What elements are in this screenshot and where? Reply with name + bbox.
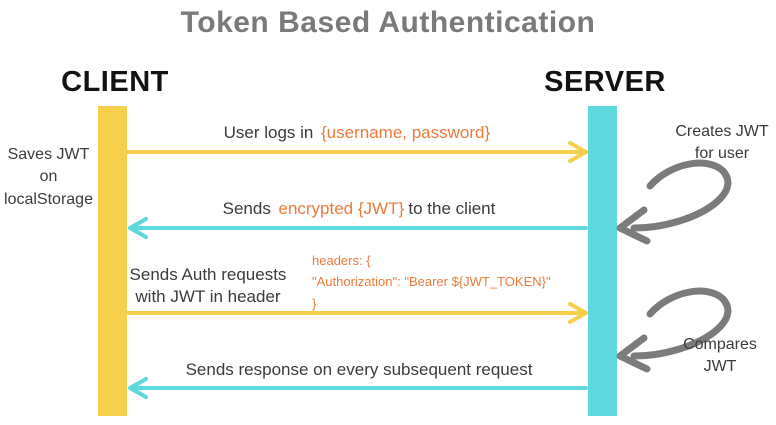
- response-arrow-icon: [128, 377, 588, 399]
- client-saves-jwt-note: Saves JWT on localStorage: [4, 146, 93, 208]
- send-jwt-message-suffix: to the client: [408, 199, 496, 218]
- auth-request-message-label: Sends Auth requests with JWT in header: [129, 265, 287, 307]
- auth-request-headers-code: headers: { "Authorization": "Bearer ${JW…: [312, 253, 551, 311]
- page-title: Token Based Authentication: [180, 6, 596, 39]
- login-arrow-icon: [126, 141, 588, 163]
- send-jwt-message-label: Sends encrypted {JWT}to the client: [130, 199, 588, 219]
- server-actor-label: SERVER: [544, 66, 666, 98]
- server-lifeline-bar: [588, 106, 617, 416]
- client-actor-label: CLIENT: [61, 66, 169, 98]
- response-message-label: Sends response on every subsequent reque…: [185, 360, 533, 379]
- send-jwt-arrow-icon: [128, 217, 588, 239]
- send-jwt-message-payload: encrypted {JWT}: [278, 199, 405, 218]
- login-message-text: User logs in: [223, 123, 314, 142]
- login-message-payload: {username, password}: [321, 123, 491, 142]
- login-message-label: User logs in {username, password}: [130, 123, 588, 143]
- server-creates-jwt-note: Creates JWT for user: [675, 123, 769, 163]
- creates-jwt-curl-arrow-icon: [616, 159, 732, 245]
- send-jwt-message-text: Sends: [222, 199, 271, 218]
- client-lifeline-bar: [98, 106, 127, 416]
- server-compares-jwt-note: Compares JWT: [683, 336, 757, 376]
